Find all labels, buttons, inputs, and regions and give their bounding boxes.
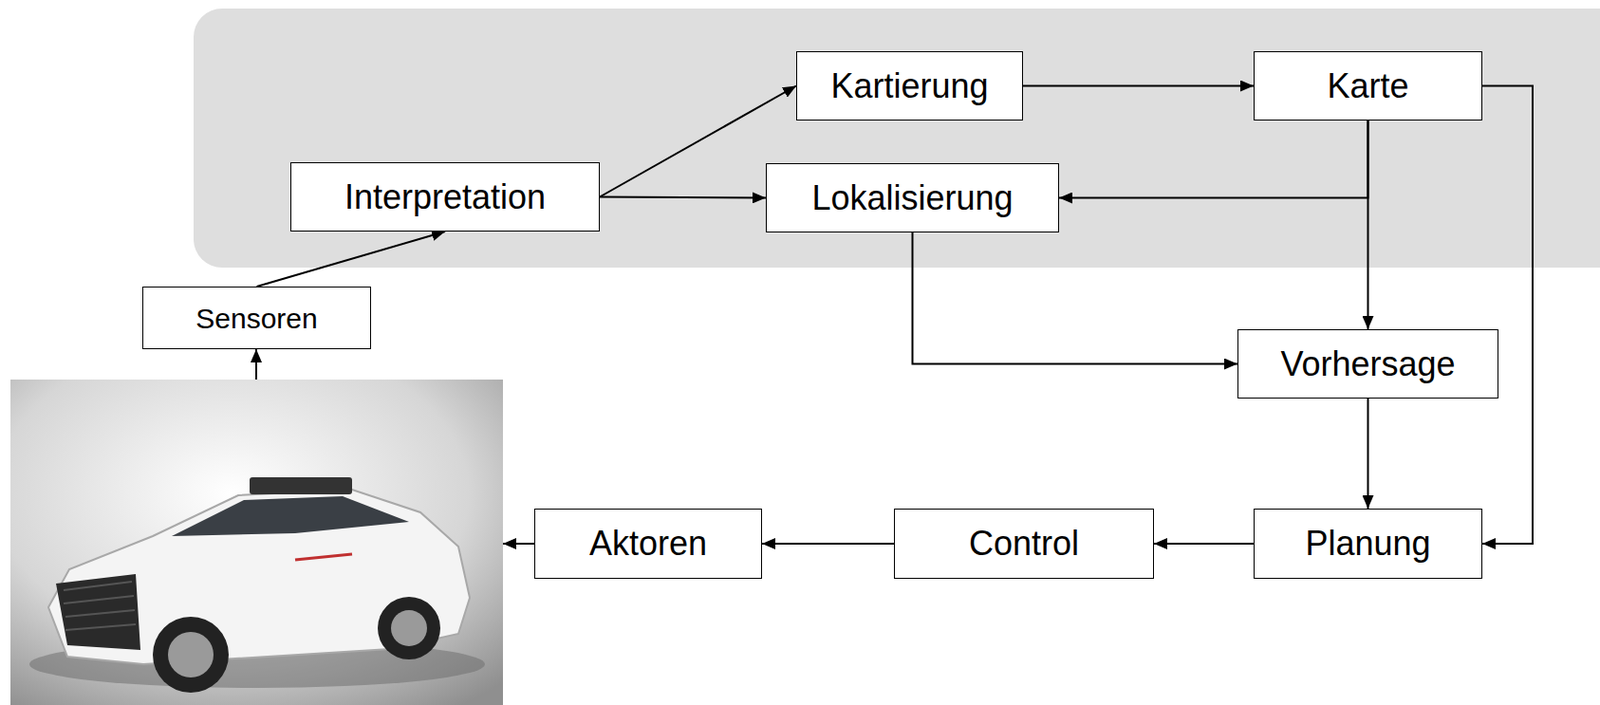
flow-arrow [1059,120,1369,199]
car-to-sensor-arrow [255,349,258,380]
process-box: Aktoren [534,508,763,579]
process-box: Interpretation [290,162,600,232]
process-box: Kartierung [796,51,1024,121]
flow-arrow [1367,120,1370,330]
box-label: Karte [1326,67,1409,106]
flow-arrow [1153,542,1254,545]
box-label: Interpretation [344,178,546,217]
box-label: Kartierung [830,67,988,106]
actuator-to-car-arrow [502,542,535,545]
box-label: Planung [1304,524,1431,563]
flow-arrow [1023,85,1254,88]
process-box: Sensoren [142,286,372,350]
box-label: Aktoren [589,524,707,563]
box-label: Vorhersage [1280,345,1455,384]
flow-arrow [762,542,894,545]
flow-arrow [599,197,766,199]
process-box: Karte [1253,51,1483,121]
process-box: Vorhersage [1237,329,1499,399]
process-box: Lokalisierung [765,163,1060,233]
flow-arrow [1482,86,1533,545]
box-label: Lokalisierung [811,179,1013,218]
box-label: Control [968,524,1080,563]
flow-arrow [1367,398,1370,509]
flow-arrow [912,232,1239,365]
processing-band [193,8,1600,268]
box-label: Sensoren [195,302,317,335]
car-photo [10,379,503,705]
flow-arrow [257,231,447,287]
process-box: Control [893,508,1154,579]
process-box: Planung [1253,508,1483,579]
